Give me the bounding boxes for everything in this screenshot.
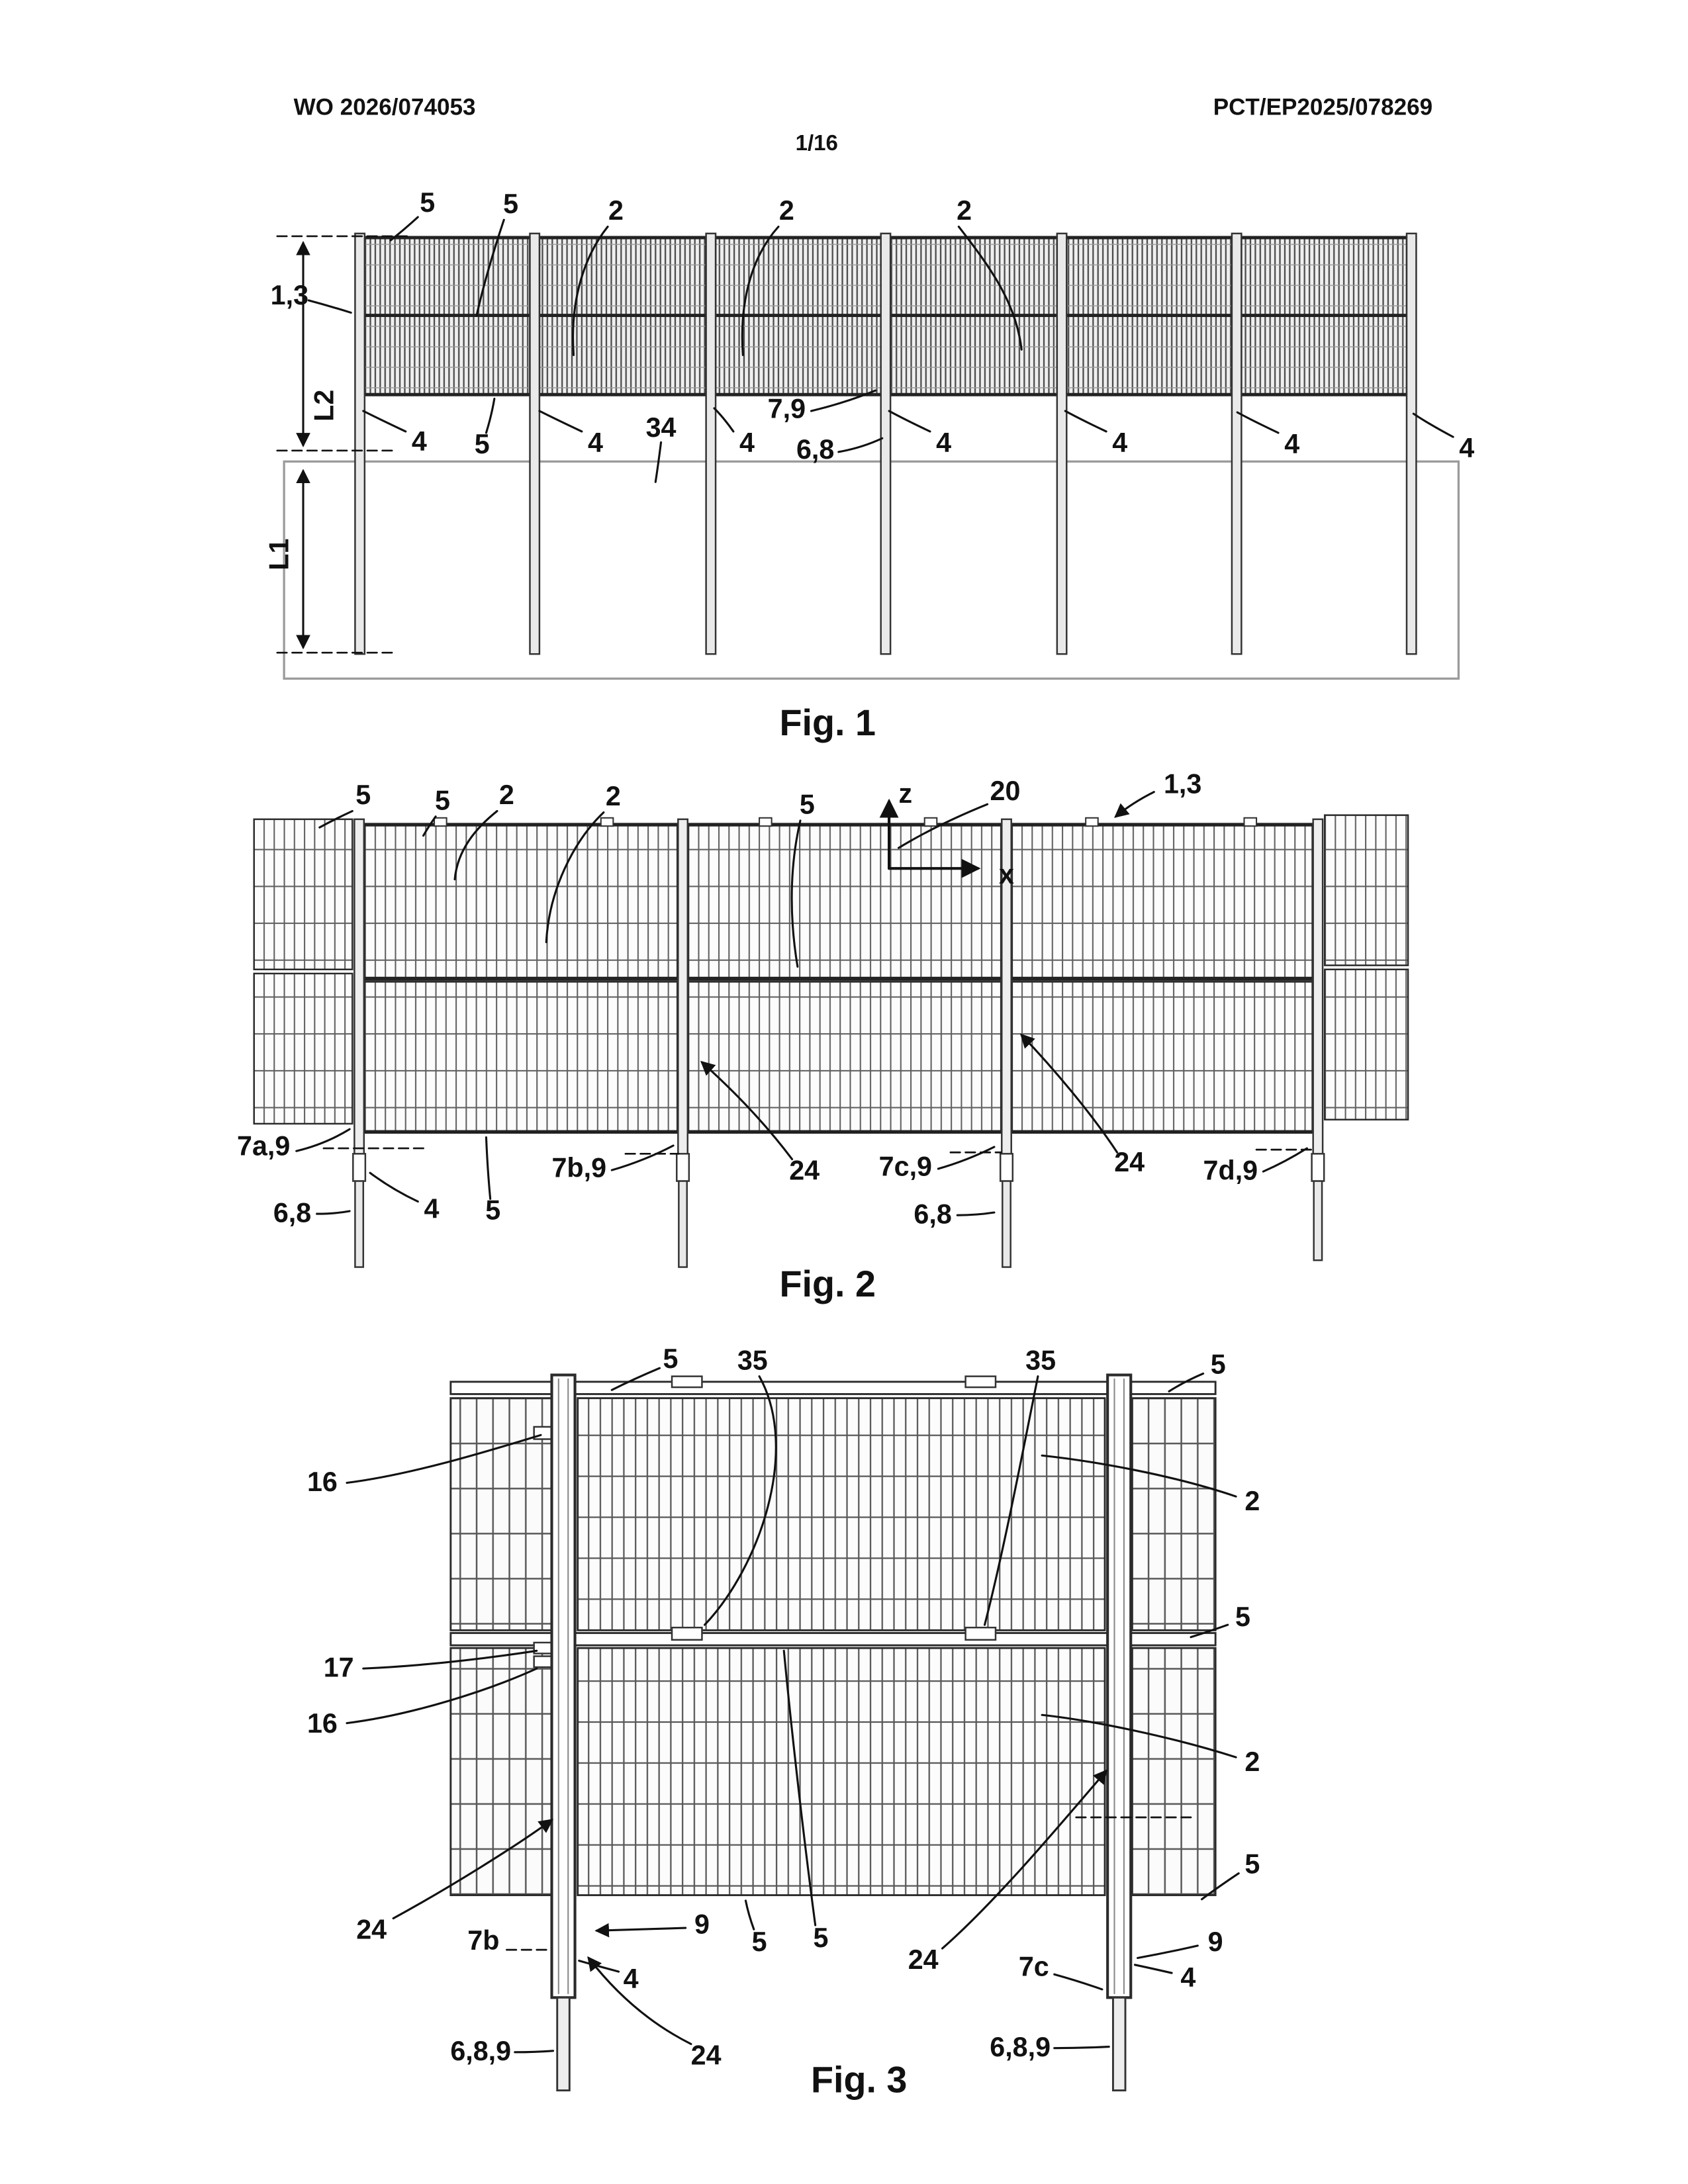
fig3-drawing xyxy=(346,1367,1240,2092)
application-number: PCT/EP2025/078269 xyxy=(1213,94,1433,120)
sheet-number: 1/16 xyxy=(795,132,838,156)
fig3-caption: Fig. 3 xyxy=(810,2060,908,2101)
fig2-caption: Fig. 2 xyxy=(779,1263,876,1305)
fig1-drawing xyxy=(276,216,1460,680)
fig1-caption: Fig. 1 xyxy=(779,702,876,744)
publication-number: WO 2026/074053 xyxy=(293,94,476,120)
fig2-drawing xyxy=(253,791,1409,1268)
